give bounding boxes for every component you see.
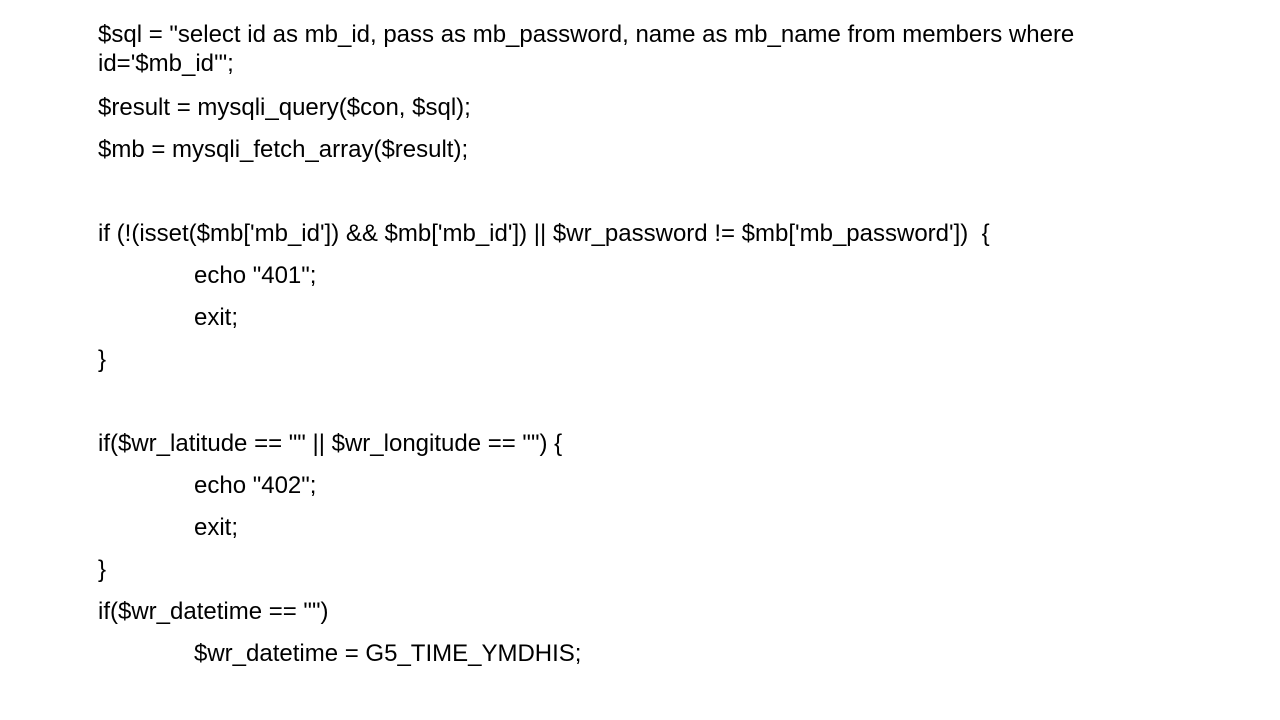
code-line-if-latlng: if($wr_latitude == "" || $wr_longitude =… [98,430,563,457]
code-line-exit-2: exit; [194,514,239,541]
code-line-if-auth: if (!(isset($mb['mb_id']) && $mb['mb_id'… [98,220,990,247]
code-line-echo-401: echo "401"; [194,262,317,289]
code-line-assign-datetime: $wr_datetime = G5_TIME_YMDHIS; [194,640,582,667]
code-line-close-brace-1: } [98,346,107,373]
code-line-exit-1: exit; [194,304,239,331]
code-line-close-brace-2: } [98,556,107,583]
code-line-fetch: $mb = mysqli_fetch_array($result); [98,136,469,163]
code-line-sql: $sql = "select id as mb_id, pass as mb_p… [98,21,1075,77]
code-line-echo-402: echo "402"; [194,472,317,499]
code-line-result: $result = mysqli_query($con, $sql); [98,94,471,121]
code-line-if-datetime: if($wr_datetime == "") [98,598,329,625]
